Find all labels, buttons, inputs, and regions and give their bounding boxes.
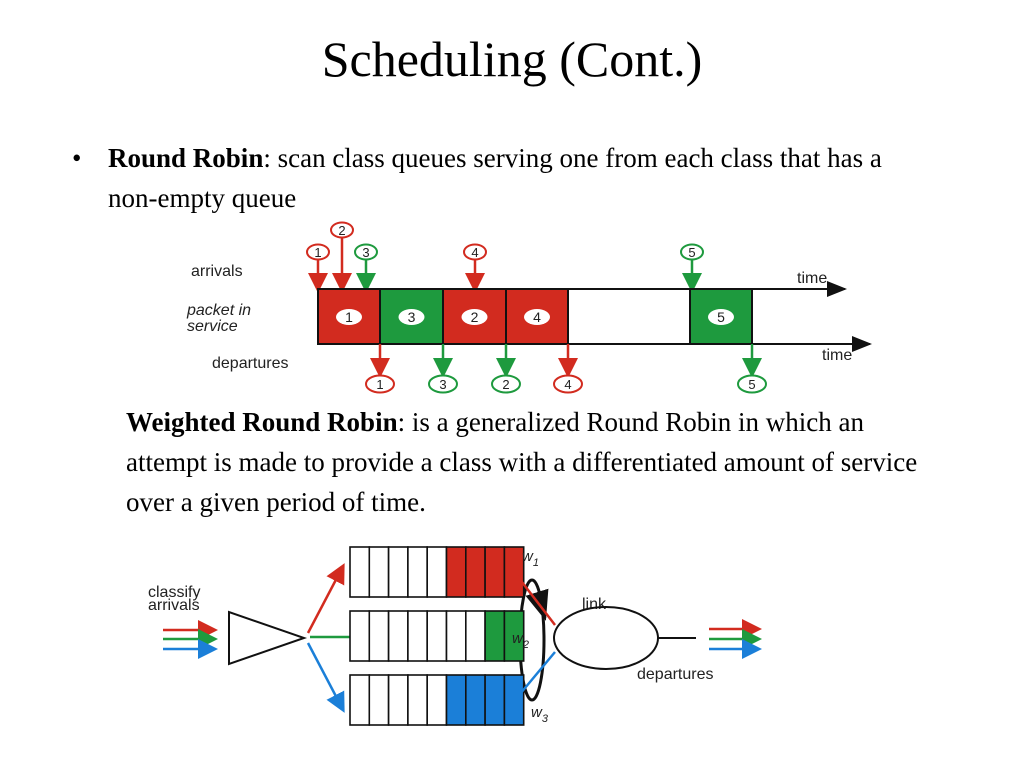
classifier-triangle [228,610,308,666]
arrival-circle [463,243,487,261]
service-block-number: 5 [717,309,725,325]
service-block-number: 3 [408,309,416,325]
queue-to-link-red [514,572,556,626]
departures-label: departures [212,355,289,372]
arrival-number: 3 [362,245,369,260]
queue-slot [349,546,371,598]
queue-slot [407,610,428,662]
queue-slot [349,674,371,726]
page-title: Scheduling (Cont.) [321,31,703,87]
bullet-text: : scan class queues serving one from eac… [108,143,882,213]
queue-slot [445,546,467,598]
wrr-departures-label: departures [637,666,714,683]
bullet-term: Round Robin [108,143,264,173]
arrival-number: 5 [688,245,695,260]
service-block-circle [461,309,488,325]
weight-label-1: w1 [522,548,539,569]
arrival-circle [354,243,378,261]
packet-in-service-label-2: service [187,318,238,335]
queue-slot [387,610,409,662]
service-block-number: 4 [533,309,541,325]
arrival-circle [306,243,330,261]
bullet-weighted-round-robin: • Weighted Round Robin: is a generalized… [126,402,936,550]
service-block [379,288,444,345]
arrival-number: 1 [314,245,321,260]
departure-number: 4 [564,377,571,392]
queue-slot [387,674,409,726]
queue-slot [368,610,390,662]
weight-label-3: w3 [531,704,549,725]
bullet-round-robin: • Round Robin: scan class queues serving… [72,138,908,218]
queue-slot [503,546,525,598]
departure-number: 2 [502,377,509,392]
classify-to-queue-blue [306,642,345,713]
queue-slot [484,610,506,662]
departure-circle [553,374,583,394]
queue-to-link-blue [514,651,556,701]
departure-circle [737,374,767,394]
queue-slot [407,546,428,598]
queue-slot [349,610,371,662]
link-label: link [582,596,607,613]
bullet-term: Weighted Round Robin [126,407,398,437]
queue-slot [426,546,448,598]
departure-number: 1 [376,377,383,392]
departure-number: 3 [439,377,446,392]
arrivals-label: arrivals [191,263,243,280]
service-block-circle [398,309,425,325]
service-block-circle [336,309,362,325]
queue-slot [503,674,525,726]
time-label-top: time [797,270,827,287]
service-block-circle [708,309,734,325]
queue-slot [464,546,486,598]
queue-slot [464,610,486,662]
link-circle [553,606,659,670]
departure-circle [365,374,395,394]
service-block-number: 1 [345,309,353,325]
classify-label: classify [148,584,200,601]
queue-slot [484,674,506,726]
queue-slot [484,546,506,598]
time-label-bottom: time [822,347,852,364]
queue-slot [387,546,409,598]
departure-circle [491,374,521,394]
classify-to-queue-red [306,563,345,634]
queue-slot [407,674,428,726]
arrival-number: 2 [338,223,345,238]
queue-slot [445,610,467,662]
queue-slot [464,674,486,726]
packet-in-service-label: packet in [186,302,251,319]
bullet-text: : is a generalized Round Robin in which … [126,407,918,517]
bullet-dot: • [72,143,82,173]
arrival-circle [680,243,704,261]
service-block-number: 2 [471,309,479,325]
weight-label-2: w2 [512,630,529,651]
queue-slot [368,674,390,726]
classify-arrivals-label: arrivals [148,597,200,614]
departure-number: 5 [748,377,755,392]
queue-slot [426,610,448,662]
departure-circle [428,374,458,394]
queue-slot [445,674,467,726]
queue-slot [426,674,448,726]
service-block-circle [524,309,550,325]
arrival-number: 4 [471,245,478,260]
queue-slot [368,546,390,598]
arrival-circle [330,221,354,239]
queue-slot [503,610,525,662]
